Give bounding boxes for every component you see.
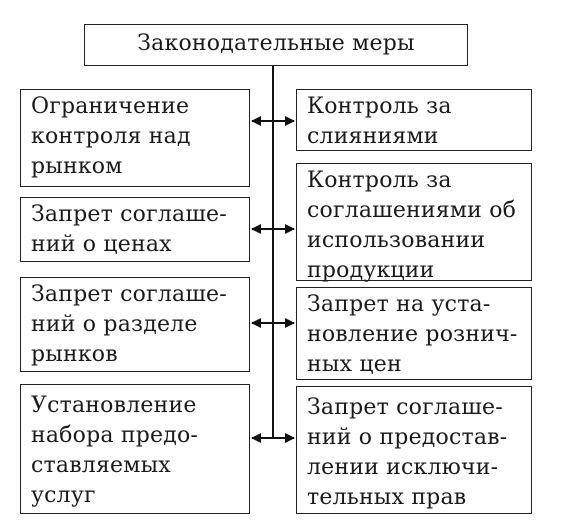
right-box-1-text: Контроль за слияниями — [307, 94, 452, 149]
right-box-2: Контроль за соглашениями об использовани… — [296, 163, 532, 283]
right-box-3-text: Запрет на уста- новление рознич- ных цен — [307, 292, 518, 377]
left-box-2: Запрет соглаше- ний о ценах — [20, 197, 250, 262]
left-box-2-text: Запрет соглаше- ний о ценах — [31, 202, 227, 257]
right-box-2-text: Контроль за соглашениями об использовани… — [307, 168, 517, 283]
right-box-1: Контроль за слияниями — [296, 89, 532, 151]
left-box-3-text: Запрет соглаше- ний о разделе рынков — [31, 282, 227, 367]
right-box-4: Запрет соглаше- ний о предостав- лении и… — [296, 386, 532, 514]
left-box-1: Ограничение контроля над рынком — [20, 89, 250, 187]
left-box-4-text: Установление набора предо- ставляемых ус… — [31, 393, 199, 508]
right-box-4-text: Запрет соглаше- ний о предостав- лении и… — [307, 395, 508, 510]
title-box: Законодательные меры — [84, 24, 468, 66]
left-box-1-text: Ограничение контроля над рынком — [31, 94, 191, 179]
left-box-3: Запрет соглаше- ний о разделе рынков — [20, 277, 250, 372]
left-box-4: Установление набора предо- ставляемых ус… — [20, 384, 250, 514]
right-box-3: Запрет на уста- новление рознич- ных цен — [296, 287, 532, 380]
diagram-title: Законодательные меры — [137, 31, 415, 56]
